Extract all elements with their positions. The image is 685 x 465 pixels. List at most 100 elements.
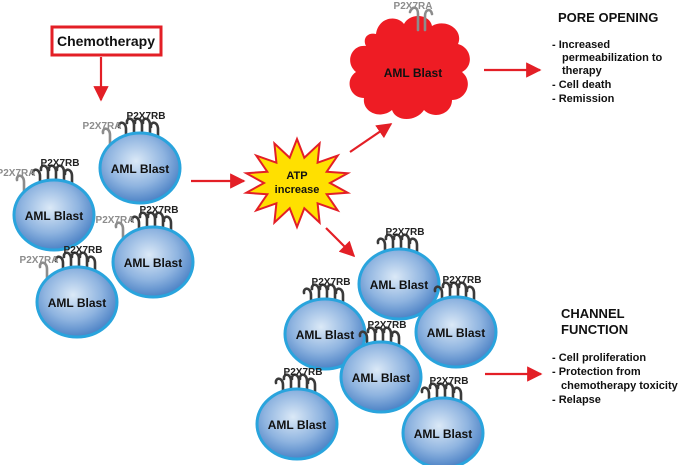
p2x7rb-label: P2X7RB [443, 275, 482, 286]
atp-label: ATP [286, 170, 307, 182]
p2x7rb-receptor [358, 330, 369, 354]
p2x7rb-receptor [302, 287, 313, 311]
p2x7rb-receptor [334, 287, 345, 311]
arrow-atp-to-pore [349, 123, 393, 153]
cell-label: AML Blast [427, 326, 485, 340]
pore-outcome-1: - Increased [552, 39, 610, 51]
p2x7ra-label: P2X7RA [0, 168, 35, 179]
p2x7rb-receptor [420, 386, 431, 410]
p2x7rb-receptor [310, 283, 321, 307]
p2x7rb-receptor [408, 237, 419, 261]
p2x7rb-receptor [54, 255, 65, 279]
receptor-a-on-dead-cell-2 [423, 8, 434, 32]
cell-body [98, 131, 182, 205]
p2x7rb-receptor [31, 168, 42, 192]
cell-label: AML Blast [48, 296, 106, 310]
pore-outcome-5: - Remission [552, 93, 615, 105]
p2x7rb-receptor [452, 386, 463, 410]
p2x7rb-receptor [390, 330, 401, 354]
dead-aml-blast: P2X7RA AML Blast [349, 1, 470, 119]
cell-body [12, 178, 96, 252]
cell-body [255, 387, 339, 461]
atp-increase-label: increase [275, 184, 320, 196]
pore-outcome-3: therapy [562, 65, 603, 77]
channel-outcome-4: - Relapse [552, 394, 601, 406]
p2x7rb-receptor [428, 382, 439, 406]
chemotherapy-box: Chemotherapy [50, 25, 163, 57]
cell-body [339, 340, 423, 414]
p2x7rb-receptor [374, 326, 385, 350]
aml-blast-cell: AML Blast P2X7RB [414, 275, 498, 369]
p2x7rb-label: P2X7RB [140, 205, 179, 216]
p2x7rb-receptor [465, 285, 476, 309]
p2x7rb-receptor [133, 117, 144, 141]
p2x7rb-receptor [274, 377, 285, 401]
p2x7ra-receptor [38, 261, 49, 285]
channel-outcome-3: chemotherapy toxicity [561, 380, 679, 392]
p2x7ra-receptor [15, 174, 26, 198]
p2x7rb-label: P2X7RB [41, 158, 80, 169]
cell-body [35, 265, 119, 339]
dead-cell-label: AML Blast [384, 66, 442, 80]
aml-blast-cell: AML Blast P2X7RB [339, 320, 423, 414]
p2x7ra-receptor [114, 221, 125, 245]
chemotherapy-label: Chemotherapy [57, 33, 155, 49]
cell-body [111, 225, 195, 299]
p2x7rb-receptor [441, 281, 452, 305]
aml-blast-cell: AML Blast P2X7RB [357, 227, 441, 321]
cell-body [357, 247, 441, 321]
p2x7rb-receptor [47, 164, 58, 188]
p2x7ra-receptor [101, 127, 112, 151]
aml-blast-cell: AML Blast P2X7RB P2X7RA [20, 245, 119, 339]
p2x7rb-receptor [62, 251, 73, 275]
p2x7rb-receptor [70, 251, 81, 275]
channel-outcome-1: - Cell proliferation [552, 352, 646, 364]
p2x7rb-receptor [138, 211, 149, 235]
arrow-atp-to-channel [325, 227, 356, 258]
p2x7rb-label: P2X7RB [284, 367, 323, 378]
channel-outcome-2: - Protection from [552, 366, 641, 378]
pore-opening-title: PORE OPENING [558, 10, 658, 25]
channel-function-title-line1: CHANNEL [561, 306, 625, 321]
p2x7rb-receptor [384, 233, 395, 257]
pore-outcome-4: - Cell death [552, 79, 612, 91]
aml-blast-cell: AML Blast P2X7RB P2X7RA [0, 158, 96, 252]
p2x7rb-label: P2X7RB [368, 320, 407, 331]
p2x7rb-label: P2X7RB [386, 227, 425, 238]
aml-blast-cell: AML Blast P2X7RB P2X7RA [96, 205, 195, 299]
p2x7rb-receptor [86, 255, 97, 279]
p2x7rb-receptor [433, 285, 444, 309]
p2x7rb-receptor [366, 326, 377, 350]
p2x7rb-receptor [376, 237, 387, 261]
pore-outcome-2: permeabilization to [562, 52, 663, 64]
p2x7rb-label: P2X7RB [127, 111, 166, 122]
p2x7rb-receptor [39, 164, 50, 188]
p2x7rb-receptor [63, 168, 74, 192]
receptor-a-on-dead-cell [408, 6, 420, 32]
cell-label: AML Blast [352, 371, 410, 385]
p2x7rb-receptor [290, 373, 301, 397]
cell-label: AML Blast [111, 162, 169, 176]
p2x7rb-label: P2X7RB [64, 245, 103, 256]
cell-label: AML Blast [268, 418, 326, 432]
cell-label: AML Blast [370, 278, 428, 292]
p2x7rb-receptor [306, 377, 317, 401]
p2x7rb-receptor [162, 215, 173, 239]
p2x7rb-receptor [117, 121, 128, 145]
atp-burst: ATP increase [242, 136, 352, 230]
cell-label: AML Blast [25, 209, 83, 223]
cell-label: AML Blast [124, 256, 182, 270]
channel-function-title-line2: FUNCTION [561, 322, 628, 337]
p2x7ra-label: P2X7RA [96, 215, 135, 226]
p2x7rb-receptor [130, 215, 141, 239]
p2x7rb-receptor [392, 233, 403, 257]
p2x7rb-label: P2X7RB [312, 277, 351, 288]
p2x7rb-label: P2X7RB [430, 376, 469, 387]
cell-body [414, 295, 498, 369]
p2x7ra-label: P2X7RA [20, 255, 59, 266]
dead-cell-shape [349, 15, 470, 119]
